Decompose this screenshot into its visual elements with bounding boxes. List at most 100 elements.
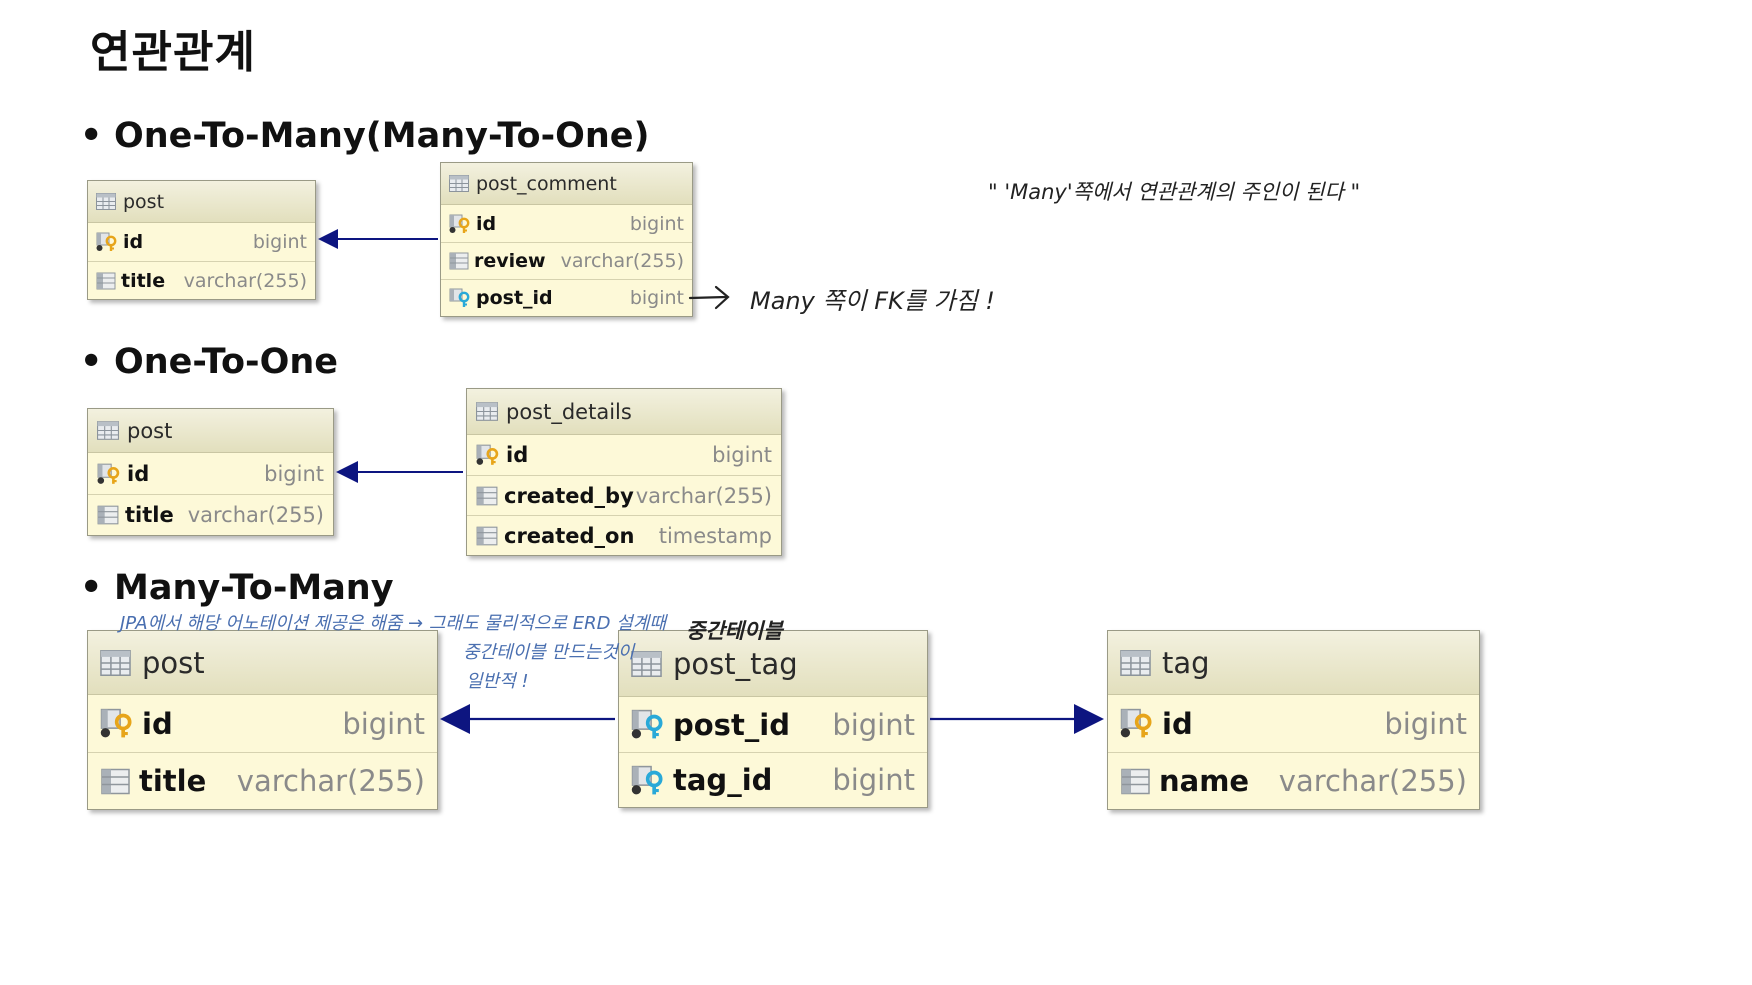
column-type: bigint — [1384, 706, 1467, 741]
table-header: post — [88, 409, 333, 453]
column-type: varchar(255) — [236, 764, 425, 798]
column-name: id — [506, 443, 529, 467]
column-name: id — [142, 706, 173, 741]
column-name: created_by — [504, 483, 634, 508]
primary-foreign-key-icon — [631, 709, 663, 739]
section-one-to-many: • One-To-Many(Many-To-One) — [80, 116, 650, 156]
primary-key-icon — [1120, 708, 1152, 738]
table-column-row: id bigint — [441, 205, 692, 242]
column-icon — [449, 252, 469, 270]
column-name: name — [1159, 764, 1250, 798]
table-name: post_tag — [673, 646, 798, 681]
column-name: title — [139, 764, 207, 798]
column-icon — [476, 486, 498, 505]
section-label: One-To-One — [114, 342, 338, 382]
table-column-row: created_by varchar(255) — [467, 475, 781, 515]
table-name: tag — [1162, 645, 1210, 680]
column-type: bigint — [712, 443, 772, 467]
table-column-row: post_id bigint — [441, 279, 692, 316]
table-icon — [1120, 649, 1151, 676]
primary-key-icon — [97, 463, 120, 484]
column-name: post_id — [476, 287, 553, 309]
section-label: Many-To-Many — [114, 568, 394, 608]
column-name: title — [125, 503, 174, 527]
table-name: post — [127, 418, 173, 443]
bullet-icon: • — [80, 342, 103, 382]
erd-table-post: post id bigint title varchar(255) — [87, 180, 316, 300]
table-column-row: id bigint — [88, 453, 333, 494]
table-header: post — [88, 181, 315, 223]
column-type: varchar(255) — [635, 483, 772, 508]
table-header: post — [88, 631, 437, 695]
column-type: bigint — [252, 231, 307, 253]
table-icon — [97, 421, 119, 440]
table-name: post — [142, 645, 205, 680]
column-type: varchar(255) — [1278, 764, 1467, 798]
table-column-row: id bigint — [1108, 695, 1479, 752]
erd-table-post: post id bigint title varchar(255) — [87, 408, 334, 536]
column-type: varchar(255) — [187, 503, 324, 527]
table-column-row: tag_id bigint — [619, 752, 927, 807]
erd-table-post: post id bigint title varchar(255) — [87, 630, 438, 810]
erd-table-post-comment: post_comment id bigint review varchar(25… — [440, 162, 693, 317]
table-column-row: id bigint — [88, 695, 437, 752]
column-type: bigint — [832, 763, 915, 797]
table-icon — [100, 649, 131, 676]
column-name: id — [476, 212, 497, 235]
jpa-note-line-2: 중간테이블 만드는것이 — [463, 642, 635, 663]
foreign-key-icon — [449, 288, 470, 307]
column-type: timestamp — [658, 523, 772, 548]
relation-arrow — [930, 704, 1104, 734]
column-name: created_on — [504, 523, 635, 548]
table-column-row: id bigint — [88, 223, 315, 261]
column-name: id — [123, 231, 144, 253]
column-icon — [476, 526, 498, 545]
junction-table-note: 중간테이블 — [686, 619, 783, 643]
relation-arrow — [440, 704, 615, 734]
primary-key-icon — [449, 214, 470, 233]
primary-key-icon — [100, 708, 132, 738]
table-column-row: created_on timestamp — [467, 515, 781, 555]
column-type: varchar(255) — [560, 250, 684, 272]
column-icon — [1121, 768, 1150, 794]
table-header: post_details — [467, 389, 781, 435]
primary-key-icon — [96, 232, 117, 251]
table-column-row: title varchar(255) — [88, 752, 437, 809]
table-name: post_details — [506, 399, 632, 424]
table-column-row: title varchar(255) — [88, 261, 315, 299]
column-type: varchar(255) — [183, 269, 307, 292]
table-icon — [476, 402, 498, 421]
bullet-icon: • — [80, 116, 103, 156]
table-name: post_comment — [476, 172, 617, 195]
jpa-note: JPA에서 해당 어노테이션 제공은 해줌 → 그래도 물리적으로 ERD 설계… — [120, 613, 666, 634]
owner-quote-note: " 'Many'쪽에서 연관관계의 주인이 된다 " — [988, 180, 1361, 204]
table-column-row: name varchar(255) — [1108, 752, 1479, 809]
erd-table-post-details: post_details id bigint created_by varcha… — [466, 388, 782, 556]
relation-arrow — [318, 229, 438, 249]
section-label: One-To-Many(Many-To-One) — [114, 116, 650, 156]
column-icon — [96, 272, 116, 289]
table-icon — [631, 650, 662, 677]
table-name: post — [123, 190, 165, 213]
table-column-row: post_id bigint — [619, 697, 927, 752]
primary-foreign-key-icon — [631, 765, 663, 794]
column-icon — [101, 768, 130, 794]
column-name: title — [121, 269, 166, 292]
table-column-row: id bigint — [467, 435, 781, 475]
table-column-row: title varchar(255) — [88, 494, 333, 535]
table-icon — [96, 193, 116, 210]
note-arrow — [688, 285, 730, 310]
column-name: id — [127, 461, 150, 486]
column-icon — [97, 505, 119, 525]
column-type: bigint — [629, 287, 684, 309]
fk-note: Many 쪽이 FK를 가짐 ! — [750, 287, 995, 315]
table-header: post_tag — [619, 631, 927, 697]
bullet-icon: • — [80, 568, 103, 608]
column-name: tag_id — [673, 763, 773, 797]
column-type: bigint — [342, 706, 425, 741]
erd-table-tag: tag id bigint name varchar(255) — [1107, 630, 1480, 810]
table-icon — [449, 175, 469, 192]
jpa-note-line-3: 일반적 ! — [466, 671, 529, 692]
column-name: post_id — [673, 707, 791, 742]
